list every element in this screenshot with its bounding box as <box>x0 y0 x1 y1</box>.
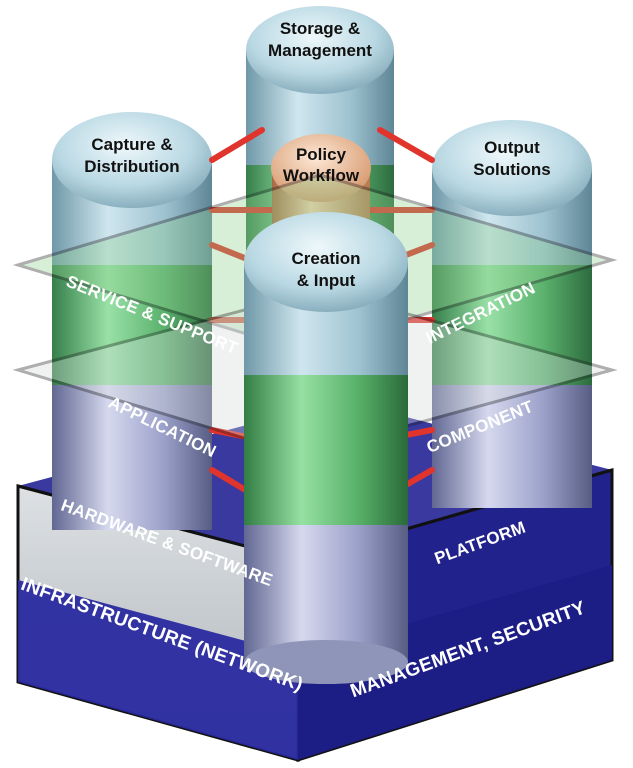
label-storage-1: Storage & <box>280 19 360 38</box>
label-creation-2: & Input <box>297 271 356 290</box>
column-output <box>432 120 592 508</box>
label-output-2: Solutions <box>473 160 550 179</box>
label-policy-1: Policy <box>296 145 347 164</box>
label-policy-2: Workflow <box>283 166 360 185</box>
column-creation <box>244 212 408 684</box>
column-capture <box>52 112 212 530</box>
label-creation-1: Creation <box>292 249 361 268</box>
label-storage-2: Management <box>268 41 372 60</box>
label-capture-2: Distribution <box>84 157 179 176</box>
label-capture-1: Capture & <box>91 135 172 154</box>
label-output-1: Output <box>484 138 540 157</box>
